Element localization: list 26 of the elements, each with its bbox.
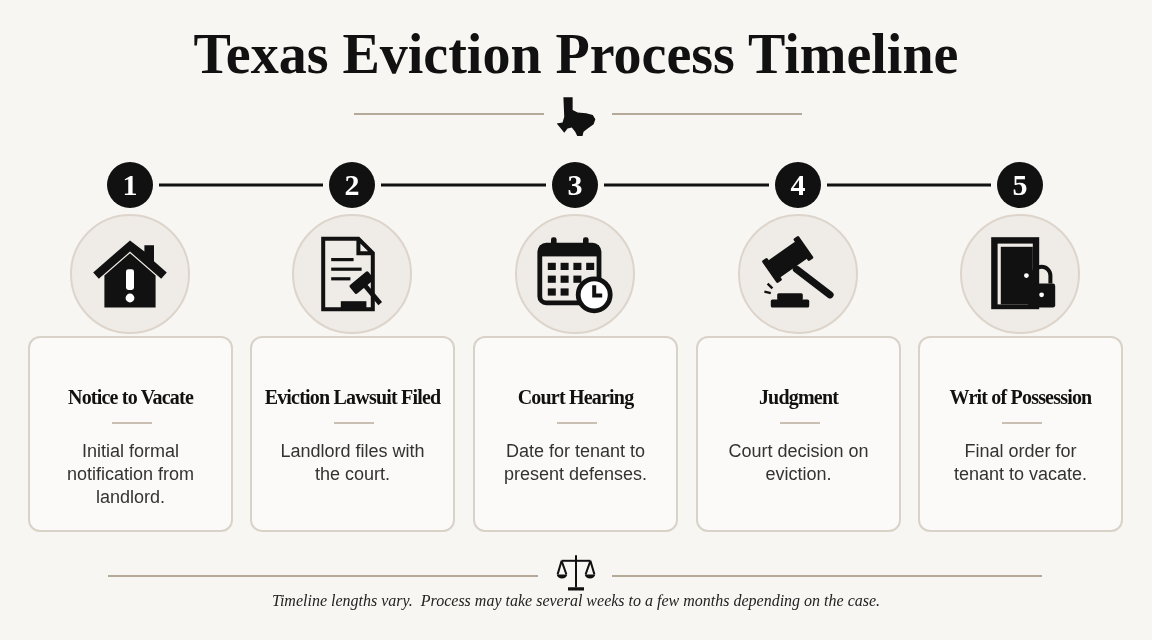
step-description: Initial formal notification from landlord. (65, 440, 196, 509)
caption: Timeline lengths vary. Process may take several weeks to a few months depending on the case. (270, 592, 882, 610)
step-card (696, 336, 901, 532)
step-description: Date for tenant to present defenses. (502, 440, 649, 486)
step-card (473, 336, 678, 532)
step-description: Final order for tenant to vacate. (952, 440, 1089, 486)
connector-line (381, 183, 546, 187)
step-number: 2 (329, 162, 375, 208)
connector-line (159, 183, 323, 187)
step-heading: Eviction Lawsuit Filed (263, 385, 442, 410)
step-number: 4 (775, 162, 821, 208)
connector-line (827, 183, 991, 187)
step-card (28, 336, 233, 532)
step-description: Landlord files with the court. (279, 440, 426, 486)
step-heading: Judgment (757, 385, 840, 410)
step-heading: Court Hearing (516, 385, 635, 410)
step-heading: Notice to Vacate (67, 385, 195, 410)
title: Texas Eviction Process Timeline (192, 22, 960, 87)
step-number: 5 (997, 162, 1043, 208)
step-description: Court decision on eviction. (727, 440, 870, 486)
step-card (250, 336, 455, 532)
connector-line (604, 183, 769, 187)
step-number: 1 (107, 162, 153, 208)
step-heading: Writ of Possession (948, 385, 1093, 410)
step-card (918, 336, 1123, 532)
step-number: 3 (552, 162, 598, 208)
